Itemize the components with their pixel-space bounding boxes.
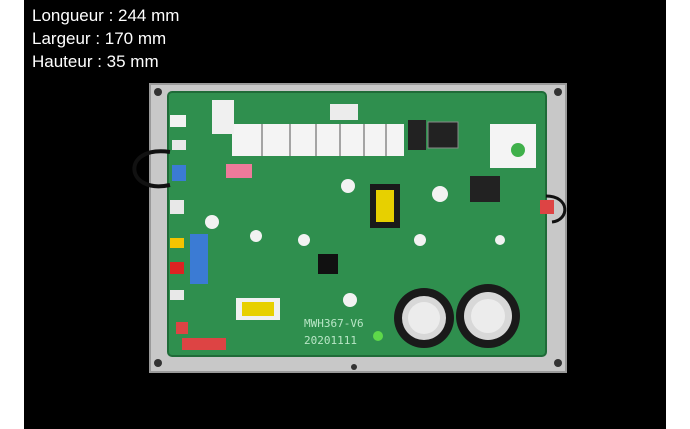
capacitor-left [394,288,454,348]
blue-connector [190,234,208,284]
width-label: Largeur : 170 mm [32,29,167,48]
mount-hole [554,359,562,367]
date-print: 20201111 [304,334,357,347]
pcb [168,92,546,356]
height-label: Hauteur : 35 mm [32,52,159,71]
microcontroller [318,254,338,274]
mount-hole [154,88,162,96]
capacitor-right [456,284,520,348]
cable [132,149,171,189]
red-connector [182,338,226,350]
dimension-overlay: Longueur : 244 mm Largeur : 170 mm Haute… [32,4,179,73]
terminal-label-strip [232,124,404,156]
mount-hole [554,88,562,96]
model-print: MWH367-V6 [304,317,364,330]
length-label: Longueur : 244 mm [32,6,180,25]
mount-hole [154,359,162,367]
